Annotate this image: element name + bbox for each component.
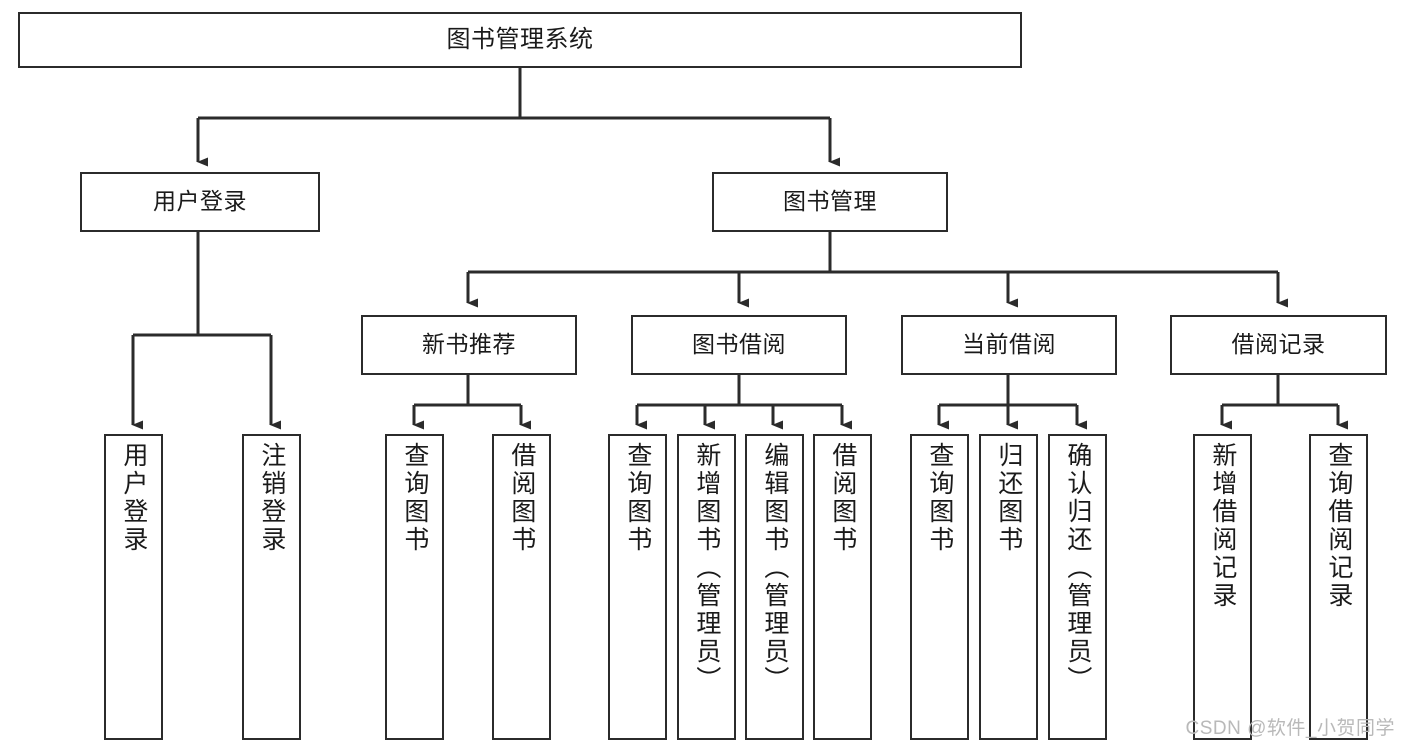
node-label: 图书管理系统 [446, 25, 594, 53]
leaf-borrow-book-recommend[interactable]: 借阅图书 [492, 434, 551, 740]
leaf-logout[interactable]: 注销登录 [242, 434, 301, 740]
node-new-book-recommend[interactable]: 新书推荐 [361, 315, 577, 375]
node-label: 确认归还（管理员） [1063, 442, 1092, 694]
leaf-return-book[interactable]: 归还图书 [979, 434, 1038, 740]
leaf-query-borrow-record[interactable]: 查询借阅记录 [1309, 434, 1368, 740]
leaf-query-book-borrow[interactable]: 查询图书 [608, 434, 667, 740]
node-label: 用户登录 [153, 188, 247, 215]
leaf-add-book-admin[interactable]: 新增图书（管理员） [677, 434, 736, 740]
node-label: 归还图书 [994, 442, 1023, 554]
node-borrow-record[interactable]: 借阅记录 [1170, 315, 1387, 375]
node-current-borrow[interactable]: 当前借阅 [901, 315, 1117, 375]
node-label: 借阅图书 [507, 442, 536, 554]
leaf-confirm-return-admin[interactable]: 确认归还（管理员） [1048, 434, 1107, 740]
leaf-query-book-recommend[interactable]: 查询图书 [385, 434, 444, 740]
leaf-borrow-book[interactable]: 借阅图书 [813, 434, 872, 740]
leaf-add-borrow-record[interactable]: 新增借阅记录 [1193, 434, 1252, 740]
node-label: 查询图书 [925, 442, 954, 554]
leaf-query-book-current[interactable]: 查询图书 [910, 434, 969, 740]
leaf-edit-book-admin[interactable]: 编辑图书（管理员） [745, 434, 804, 740]
node-label: 用户登录 [119, 442, 148, 554]
node-label: 当前借阅 [962, 331, 1056, 358]
node-label: 借阅记录 [1231, 331, 1326, 358]
node-root-book-management-system[interactable]: 图书管理系统 [18, 12, 1022, 68]
node-label: 新增借阅记录 [1208, 442, 1237, 610]
node-label: 借阅图书 [828, 442, 857, 554]
node-label: 新书推荐 [422, 331, 516, 358]
node-label: 查询图书 [400, 442, 429, 554]
node-label: 图书管理 [783, 188, 877, 215]
node-label: 图书借阅 [692, 331, 786, 358]
node-label: 查询图书 [623, 442, 652, 554]
node-book-management[interactable]: 图书管理 [712, 172, 948, 232]
node-book-borrow[interactable]: 图书借阅 [631, 315, 847, 375]
node-label: 注销登录 [257, 442, 286, 554]
leaf-user-login[interactable]: 用户登录 [104, 434, 163, 740]
node-label: 查询借阅记录 [1324, 442, 1353, 610]
node-label: 编辑图书（管理员） [760, 442, 789, 694]
node-label: 新增图书（管理员） [692, 442, 721, 694]
node-user-login[interactable]: 用户登录 [80, 172, 320, 232]
